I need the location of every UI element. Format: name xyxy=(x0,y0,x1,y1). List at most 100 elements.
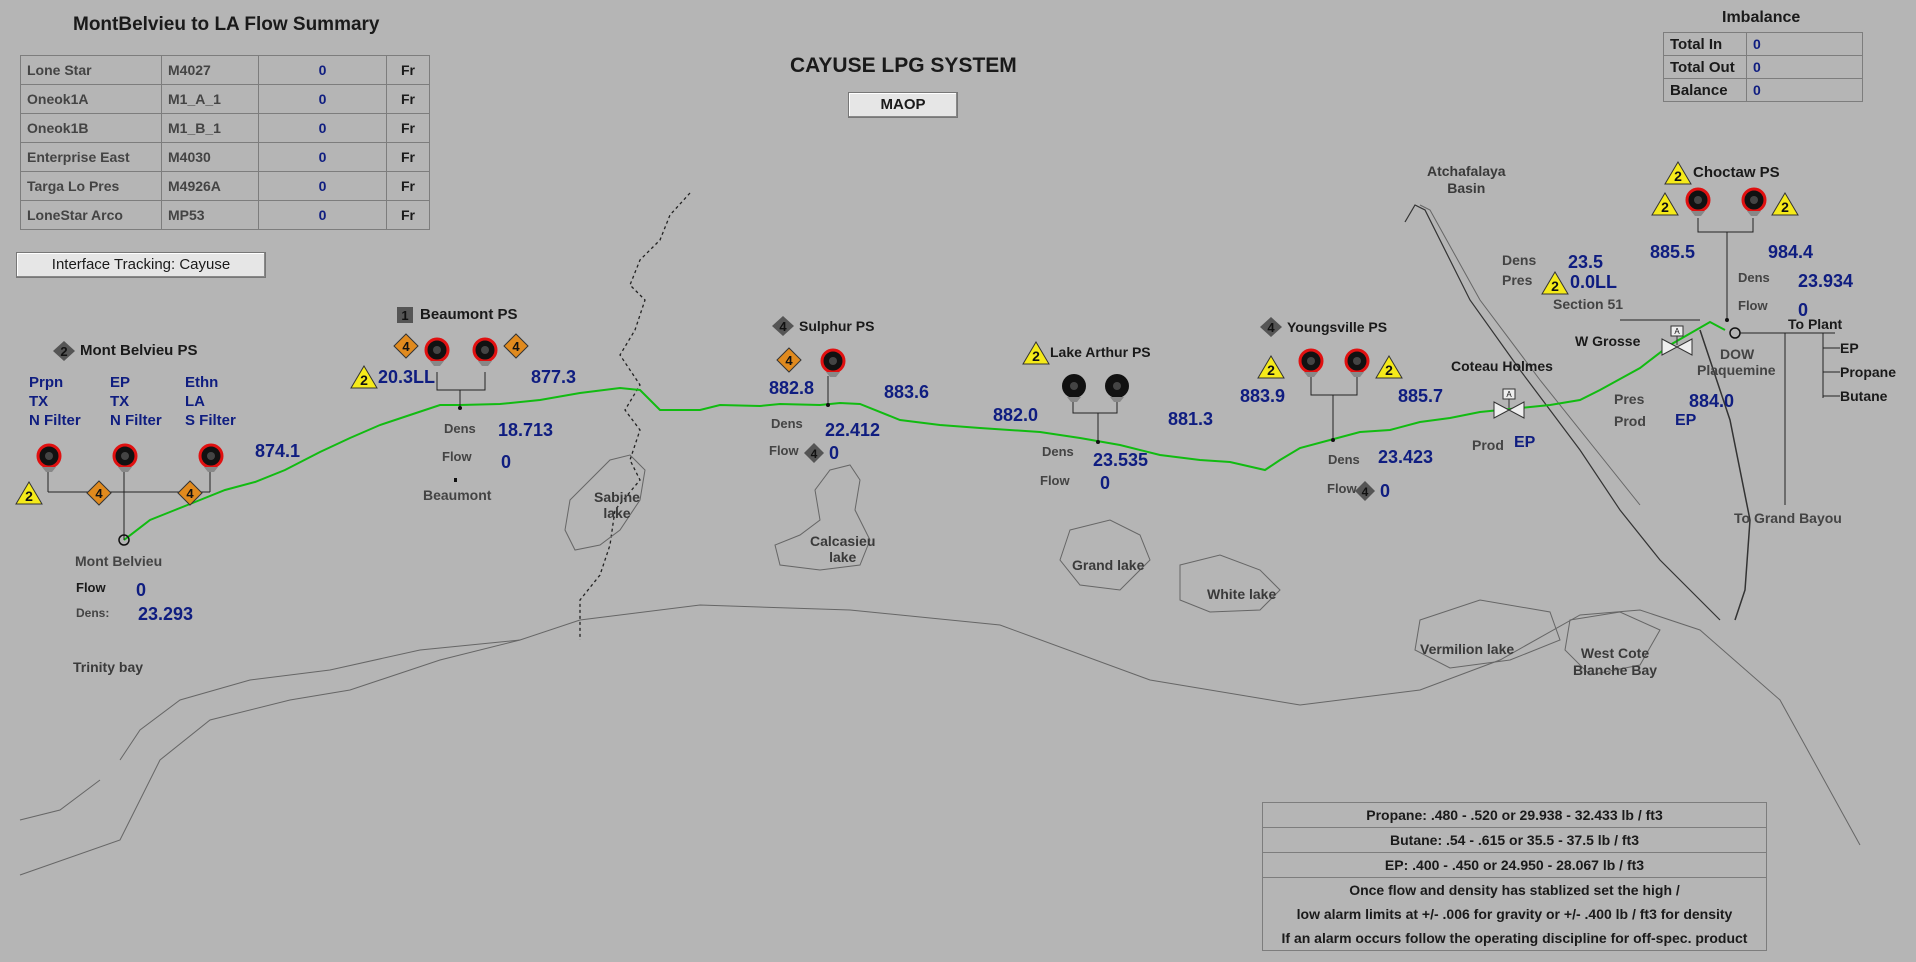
station-badge-diamond-icon[interactable]: 4 xyxy=(1259,316,1283,338)
discharge-pressure: 984.4 xyxy=(1768,242,1814,262)
geo-label: Basin xyxy=(1447,180,1486,196)
interface-tracking-button[interactable]: Interface Tracking: Cayuse xyxy=(16,252,266,278)
alarm-triangle-icon[interactable]: 2 xyxy=(1540,270,1570,296)
unit: Fr xyxy=(386,55,430,85)
svg-text:2: 2 xyxy=(60,344,67,359)
pump-icon[interactable] xyxy=(1102,373,1132,403)
alarm-triangle-icon[interactable]: 2 xyxy=(349,364,379,390)
prod-value: EP xyxy=(1675,412,1697,429)
filter-prpn[interactable]: Prpn TX N Filter xyxy=(29,373,81,430)
alarm-diamond-icon[interactable]: 4 xyxy=(177,480,203,506)
station-name-coteau-holmes[interactable]: Coteau Holmes xyxy=(1451,358,1553,374)
table-row[interactable]: Targa Lo Pres M4926A 0 Fr xyxy=(20,171,430,201)
pump-icon[interactable] xyxy=(196,443,226,473)
svg-text:2: 2 xyxy=(1551,278,1559,294)
flow-value: 0 xyxy=(258,142,387,172)
pump-icon[interactable] xyxy=(34,443,64,473)
flow-value: 0 xyxy=(258,113,387,143)
imbalance-title: Imbalance xyxy=(1722,9,1801,26)
pres-label: Pres xyxy=(1502,272,1533,288)
flow-label: Flow xyxy=(1327,481,1357,496)
dens-value: 23.293 xyxy=(138,604,194,624)
spec-line: If an alarm occurs follow the operating … xyxy=(1281,930,1748,946)
geo-grand-lake: Grand lake xyxy=(1072,557,1145,573)
geo-vermilion-lake: Vermilion lake xyxy=(1420,641,1515,657)
meter-id: M1_A_1 xyxy=(161,84,259,114)
pump-icon[interactable] xyxy=(1739,187,1769,217)
geo-label: Sabine xyxy=(594,489,640,505)
station-badge-square-icon[interactable]: 1 xyxy=(396,306,414,324)
maop-button[interactable]: MAOP xyxy=(848,92,958,118)
flow-badge-diamond-icon[interactable]: 4 xyxy=(1354,480,1376,502)
suction-pressure: 20.3LL xyxy=(378,367,436,387)
flow-summary-title: MontBelvieu to LA Flow Summary xyxy=(73,14,380,35)
site-label: Beaumont xyxy=(423,487,492,503)
station-name: Oneok1A xyxy=(20,84,162,114)
table-row[interactable]: LoneStar Arco MP53 0 Fr xyxy=(20,200,430,230)
station-name-mont-belvieu[interactable]: Mont Belvieu PS xyxy=(80,342,198,359)
valve-icon[interactable]: A xyxy=(1492,388,1526,420)
alarm-diamond-icon[interactable]: 4 xyxy=(503,333,529,359)
station-name-sulphur[interactable]: Sulphur PS xyxy=(799,318,875,334)
spec-line: Once flow and density has stablized set … xyxy=(1349,882,1680,898)
svg-text:2: 2 xyxy=(1032,348,1040,364)
spec-line: low alarm limits at +/- .006 for gravity… xyxy=(1296,906,1733,922)
filter-ep[interactable]: EP TX N Filter xyxy=(110,373,162,430)
flow-badge-diamond-icon[interactable]: 4 xyxy=(803,442,825,464)
pump-icon[interactable] xyxy=(1342,348,1372,378)
table-row[interactable]: Oneok1B M1_B_1 0 Fr xyxy=(20,113,430,143)
pump-icon[interactable] xyxy=(470,337,500,367)
discharge-pressure: 883.6 xyxy=(884,382,930,402)
dow-name: DOW xyxy=(1720,346,1755,362)
alarm-triangle-icon[interactable]: 2 xyxy=(1663,160,1693,186)
station-name-beaumont[interactable]: Beaumont PS xyxy=(420,306,518,323)
alarm-triangle-icon[interactable]: 2 xyxy=(1374,354,1404,380)
svg-text:2: 2 xyxy=(1267,362,1275,378)
dens-label: Dens: xyxy=(76,606,110,620)
alarm-triangle-icon[interactable]: 2 xyxy=(1770,191,1800,217)
valve-icon[interactable]: A xyxy=(1660,325,1694,357)
pres-label: Pres xyxy=(1614,391,1645,407)
dens-value: 18.713 xyxy=(498,420,554,440)
station-badge-diamond-icon[interactable]: 2 xyxy=(52,340,76,362)
svg-text:2: 2 xyxy=(1385,362,1393,378)
pump-icon[interactable] xyxy=(818,348,848,378)
pump-icon[interactable] xyxy=(1683,187,1713,217)
dens-label: Dens xyxy=(1042,444,1074,459)
dens-label: Dens xyxy=(1502,252,1537,268)
alarm-diamond-icon[interactable]: 4 xyxy=(776,347,802,373)
alarm-triangle-icon[interactable]: 2 xyxy=(1256,354,1286,380)
flow-label: Flow xyxy=(76,580,106,595)
to-grand-bayou-label: To Grand Bayou xyxy=(1734,510,1842,526)
pump-icon[interactable] xyxy=(1296,348,1326,378)
station-name-choctaw[interactable]: Choctaw PS xyxy=(1693,164,1780,181)
suction-pressure: 882.0 xyxy=(993,405,1039,425)
alarm-triangle-icon[interactable]: 2 xyxy=(14,480,44,506)
station-badge-diamond-icon[interactable]: 4 xyxy=(771,315,795,337)
alarm-diamond-icon[interactable]: 4 xyxy=(86,480,112,506)
pump-icon[interactable] xyxy=(422,337,452,367)
filter-label: S Filter xyxy=(185,412,236,429)
station-name-w-grosse[interactable]: W Grosse xyxy=(1575,333,1641,349)
pump-icon[interactable] xyxy=(110,443,140,473)
table-row[interactable]: Oneok1A M1_A_1 0 Fr xyxy=(20,84,430,114)
dens-value: 23.423 xyxy=(1378,447,1434,467)
table-row[interactable]: Enterprise East M4030 0 Fr xyxy=(20,142,430,172)
filter-ethn[interactable]: Ethn LA S Filter xyxy=(185,373,236,430)
station-name: LoneStar Arco xyxy=(20,200,162,230)
svg-text:2: 2 xyxy=(360,372,368,388)
unit: Fr xyxy=(386,113,430,143)
meter-id: M4027 xyxy=(161,55,259,85)
alarm-triangle-icon[interactable]: 2 xyxy=(1650,191,1680,217)
pump-icon[interactable] xyxy=(1059,373,1089,403)
imbalance-label: Balance xyxy=(1663,78,1747,102)
alarm-diamond-icon[interactable]: 4 xyxy=(393,333,419,359)
station-name-youngsville[interactable]: Youngsville PS xyxy=(1287,319,1388,335)
flow-value: 0 xyxy=(1380,481,1391,501)
filter-label: TX xyxy=(110,393,130,410)
station-name-lake-arthur[interactable]: Lake Arthur PS xyxy=(1050,344,1151,360)
alarm-triangle-icon[interactable]: 2 xyxy=(1021,340,1051,366)
table-row[interactable]: Lone Star M4027 0 Fr xyxy=(20,55,430,85)
svg-text:4: 4 xyxy=(1267,320,1275,335)
